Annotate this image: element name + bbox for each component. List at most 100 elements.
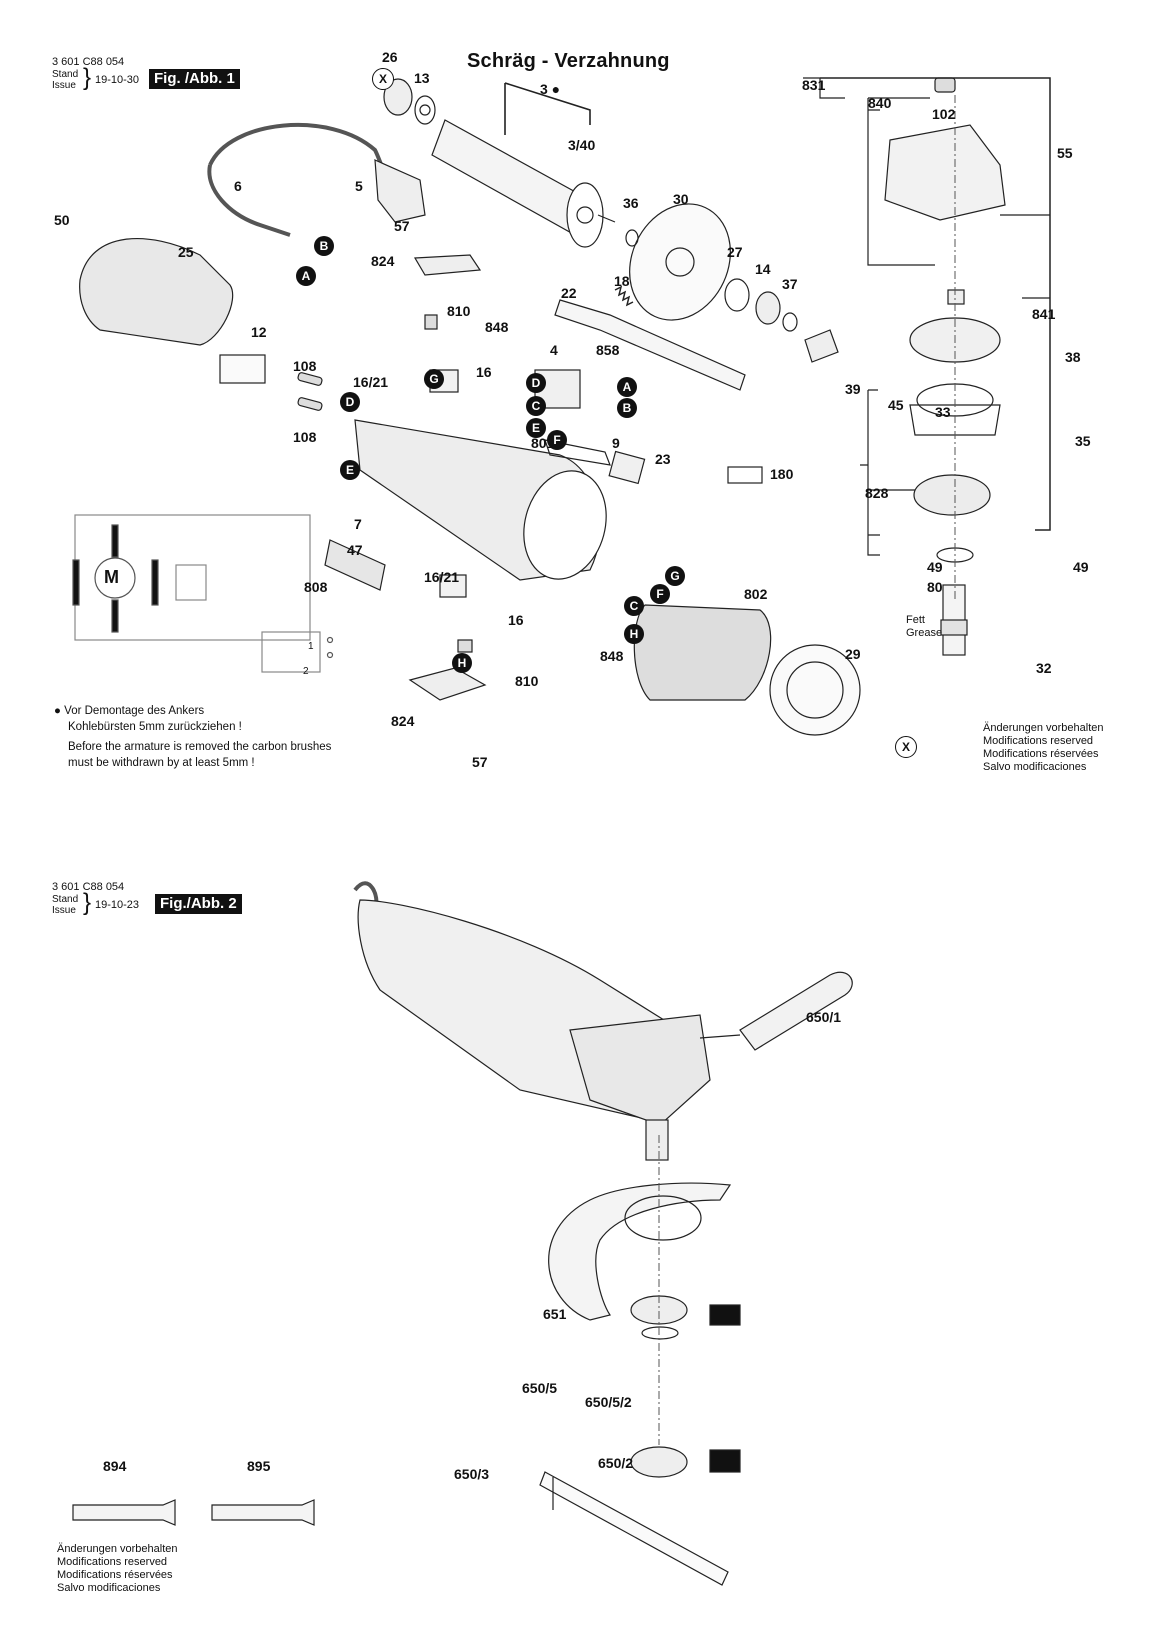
label-650-5-2: 650/5/2 [585, 1394, 632, 1410]
armature [431, 119, 616, 248]
modifications-fr: Modifications réservées [983, 748, 1099, 760]
figure-label-fig2: Fig./Abb. 2 [155, 894, 242, 914]
connector-h-field: H [624, 624, 644, 644]
label-23: 23 [655, 451, 671, 467]
stand-label-fig2: Stand [52, 894, 79, 905]
label-858: 858 [596, 342, 620, 358]
label-16-21-bottom: 16/21 [424, 569, 460, 585]
connector-h-brush: H [452, 653, 472, 673]
label-25: 25 [178, 244, 194, 260]
modifications-es-fig2: Salvo modificaciones [57, 1582, 161, 1594]
part-number-fig2: 3 601 C88 054 [52, 881, 125, 893]
label-45: 45 [888, 397, 904, 413]
label-102: 102 [932, 106, 956, 122]
label-810-top: 810 [447, 303, 471, 319]
label-3-40: 3/40 [568, 137, 596, 153]
label-35: 35 [1075, 433, 1091, 449]
label-14: 14 [755, 261, 771, 277]
modifications-notice-fig2: Änderungen vorbehalten Modifications res… [57, 1543, 177, 1595]
label-841: 841 [1032, 306, 1056, 322]
connector-c-field: C [624, 596, 644, 616]
label-650-5: 650/5 [522, 1380, 558, 1396]
label-39: 39 [845, 381, 861, 397]
modifications-notice-fig1: Änderungen vorbehalten Modifications res… [983, 722, 1103, 774]
label-13: 13 [414, 70, 430, 86]
wiring-diagram [72, 514, 334, 673]
label-4: 4 [550, 342, 558, 358]
modifications-en-fig2: Modifications reserved [57, 1556, 168, 1568]
brush-holder-16-bottom [439, 574, 467, 598]
connector-x-letter: X [378, 72, 387, 86]
label-802: 802 [744, 586, 768, 602]
label-36: 36 [623, 195, 639, 211]
label-808: 808 [304, 579, 328, 595]
label-7: 7 [354, 516, 362, 532]
capacitor-12 [219, 354, 266, 384]
motor-symbol: M [104, 567, 119, 587]
label-108-bottom: 108 [293, 429, 317, 445]
label-49-right: 49 [1073, 559, 1089, 575]
connector-c-switch-letter: C [531, 399, 541, 413]
label-49-left: 49 [927, 559, 943, 575]
issue-label: Issue [52, 80, 76, 91]
label-47: 47 [347, 542, 363, 558]
label-848-bottom: 848 [600, 648, 624, 664]
label-38: 38 [1065, 349, 1081, 365]
label-5: 5 [355, 178, 363, 194]
spanner-650-3 [539, 1471, 729, 1586]
label-16-bottom: 16 [508, 612, 524, 628]
modifications-es: Salvo modificaciones [983, 761, 1087, 773]
connector-x-ring-letter: X [901, 740, 910, 754]
label-650-1: 650/1 [806, 1009, 842, 1025]
label-810-bottom: 810 [515, 673, 539, 689]
field-winding-802 [633, 604, 772, 701]
label-651: 651 [543, 1306, 567, 1322]
label-895: 895 [247, 1458, 271, 1474]
side-handle-650-1 [739, 971, 853, 1051]
issue-label-fig2: Issue [52, 905, 76, 916]
connector-g-field-letter: G [670, 569, 680, 583]
label-armature-3: 3 ● [540, 81, 561, 97]
rating-plate-180 [727, 466, 763, 484]
note-en-1: Before the armature is removed the carbo… [68, 741, 332, 753]
bearing-13 [414, 95, 436, 125]
label-33: 33 [935, 404, 951, 420]
connector-g: G [424, 369, 444, 389]
label-26: 26 [382, 49, 398, 65]
connector-x: X [372, 68, 394, 90]
connector-b: B [314, 236, 334, 256]
label-29: 29 [845, 646, 861, 662]
connector-c-switch: C [526, 396, 546, 416]
connector-f-switch-letter: F [553, 433, 561, 447]
note-de-1: Vor Demontage des Ankers [64, 705, 205, 717]
grease-tube-894 [72, 1499, 176, 1526]
flange-650-2 [630, 1446, 688, 1478]
connector-f-field: F [650, 584, 670, 604]
modifications-fr-fig2: Modifications réservées [57, 1569, 173, 1581]
grease-tube-895 [211, 1499, 315, 1526]
connector-f-switch: F [547, 430, 567, 450]
plug [374, 159, 426, 223]
connector-d-switch-letter: D [531, 376, 541, 390]
connector-d: D [340, 392, 360, 412]
label-27: 27 [727, 244, 743, 260]
label-894: 894 [103, 1458, 127, 1474]
connector-h-brush-letter: H [457, 656, 467, 670]
gasket-35 [909, 404, 1001, 436]
brace: } [83, 64, 92, 91]
o-ring-650-5-2 [641, 1326, 679, 1340]
label-831: 831 [802, 77, 826, 93]
connector-e: E [340, 460, 360, 480]
label-12: 12 [251, 324, 267, 340]
label-32: 32 [1036, 660, 1052, 676]
switch-terminal-2: 2 [303, 666, 309, 677]
switch-terminal-1: 1 [308, 641, 314, 652]
label-18: 18 [614, 273, 630, 289]
connector-c-field-letter: C [629, 599, 639, 613]
note-en-2: must be withdrawn by at least 5mm ! [68, 757, 255, 769]
connector-g-field: G [665, 566, 685, 586]
figure-label: Fig. /Abb. 1 [149, 69, 240, 89]
label-16-top: 16 [476, 364, 492, 380]
brush-cover-824-top [413, 254, 482, 276]
modifications-de: Änderungen vorbehalten [983, 722, 1104, 734]
